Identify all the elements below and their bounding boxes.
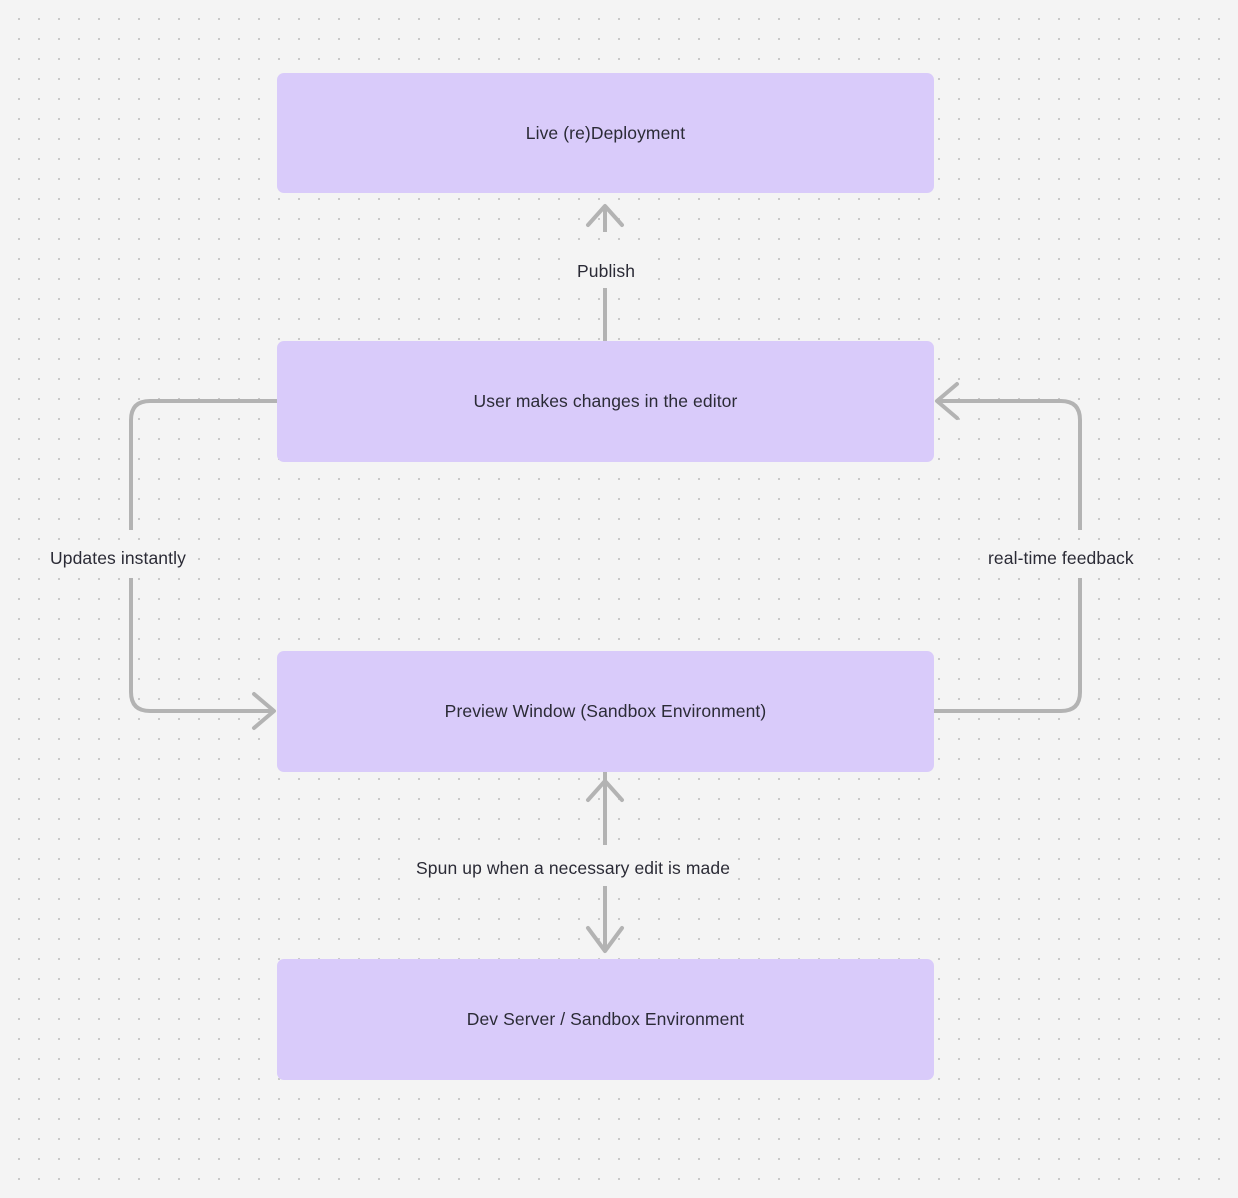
edge-label-publish: Publish [571, 258, 642, 286]
edge-label-updates-instantly: Updates instantly [44, 545, 192, 573]
arrowhead-down-spun [586, 926, 624, 953]
arrowhead-up-publish [586, 204, 624, 227]
node-label: Preview Window (Sandbox Environment) [444, 701, 767, 722]
node-label: Dev Server / Sandbox Environment [466, 1009, 745, 1030]
node-preview-window[interactable]: Preview Window (Sandbox Environment) [277, 651, 934, 772]
edge-label-spun-up: Spun up when a necessary edit is made [410, 855, 737, 883]
arrowhead-up-spun [586, 779, 624, 802]
node-dev-server[interactable]: Dev Server / Sandbox Environment [277, 959, 934, 1080]
arrowhead-left-feedback [935, 382, 959, 420]
node-user-edits[interactable]: User makes changes in the editor [277, 341, 934, 462]
node-live-deployment[interactable]: Live (re)Deployment [277, 73, 934, 193]
arrowhead-right-updates [252, 692, 276, 730]
edge-label-real-time-feedback: real-time feedback [982, 545, 1140, 573]
node-label: Live (re)Deployment [525, 122, 686, 143]
node-label: User makes changes in the editor [473, 391, 738, 412]
